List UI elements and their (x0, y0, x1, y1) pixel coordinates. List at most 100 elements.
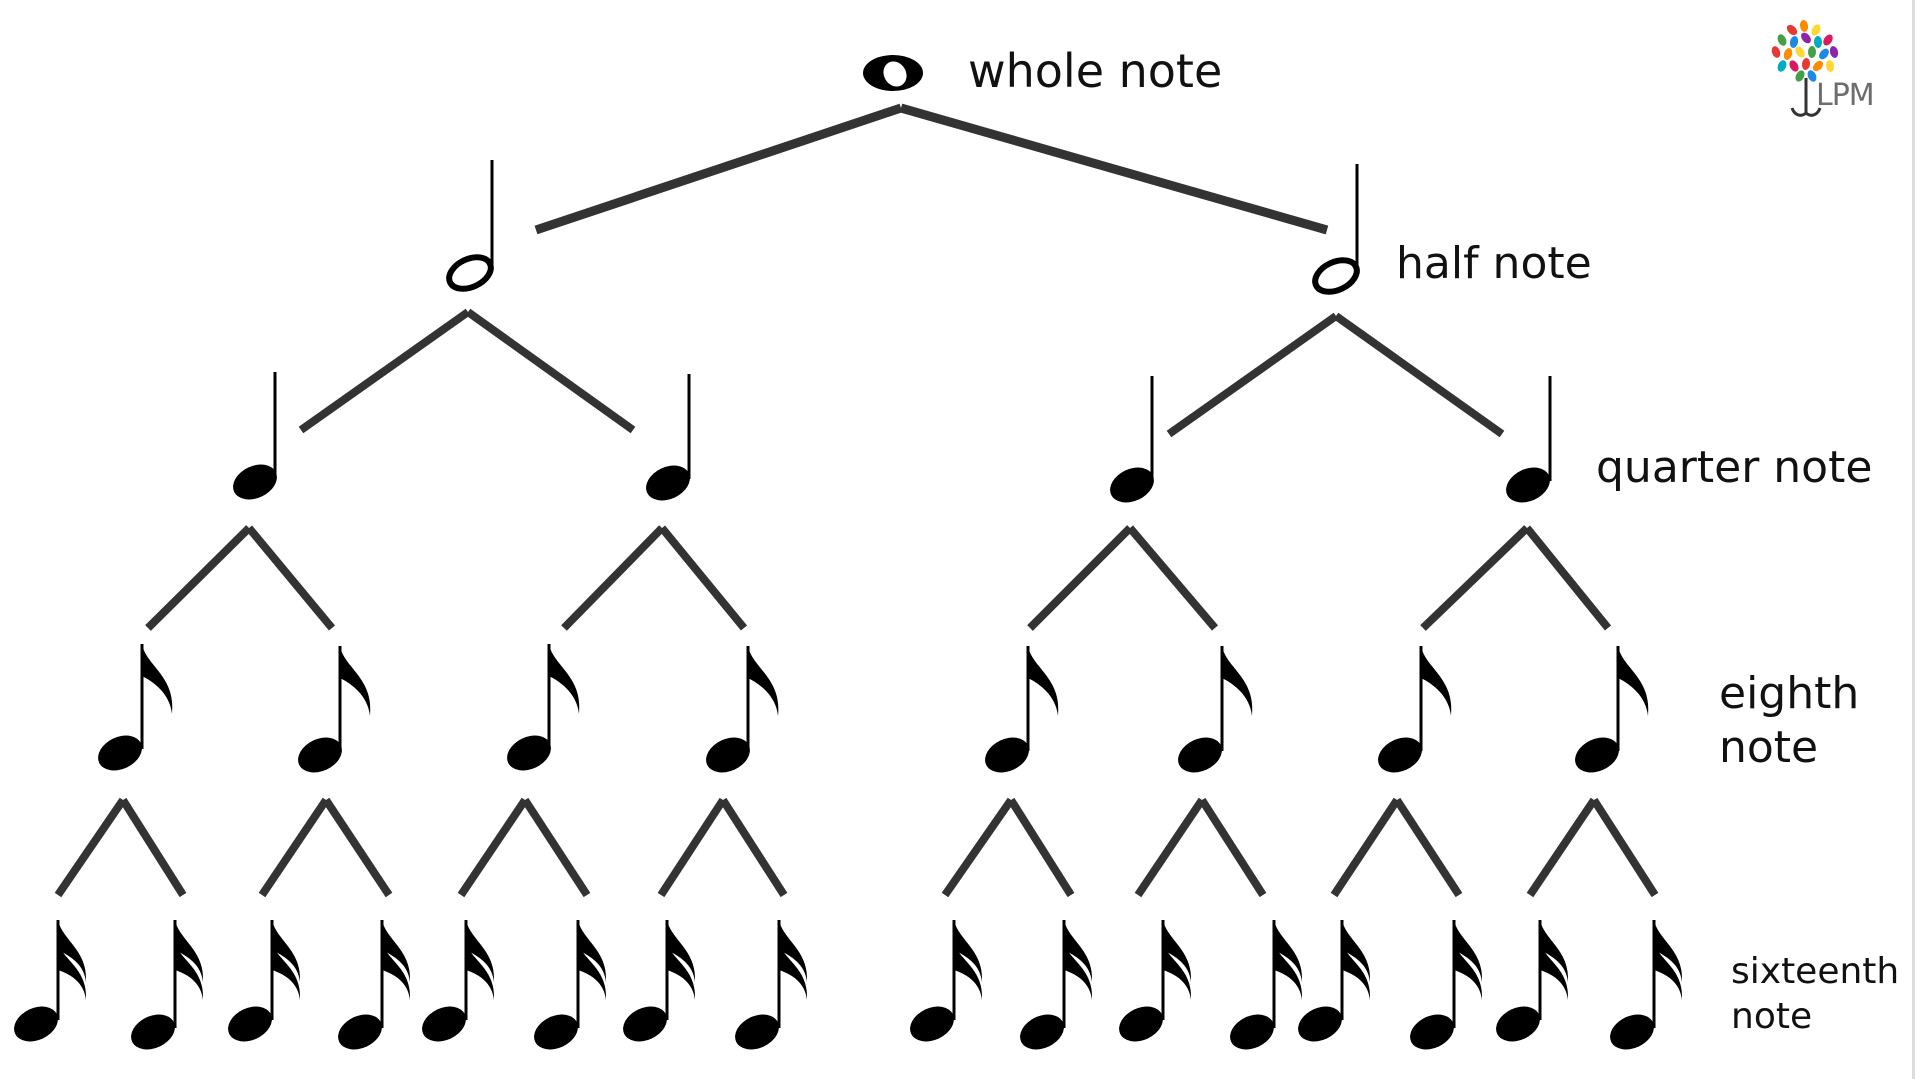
sixteenth-note-10-flag (1064, 920, 1093, 982)
sixteenth-note-6-flag (578, 920, 607, 982)
eighth-note-5-head (985, 737, 1029, 773)
sixteenth-note-16-flag (1654, 920, 1683, 982)
connector-line (245, 525, 336, 631)
logo-leaf (1823, 34, 1833, 46)
connector-line (1420, 525, 1530, 631)
connector-line (657, 797, 727, 898)
logo-leaf (1807, 70, 1817, 82)
connector-line (521, 797, 591, 898)
connector-line (322, 797, 393, 898)
logo-leaf (1795, 70, 1805, 82)
sixteenth-note-14-head (1410, 1014, 1454, 1050)
logo-leaf (1789, 36, 1799, 48)
logo-leaf (1801, 58, 1811, 70)
sixteenth-note-10-head (1020, 1014, 1064, 1050)
connector-line (1198, 797, 1267, 898)
logo-leaf (1786, 24, 1798, 36)
sixteenth-note-1-flag (58, 920, 87, 982)
quarter-note-3-head (1110, 467, 1154, 503)
sixteenth-note-7-head (623, 1006, 667, 1042)
connector-line (457, 797, 529, 898)
sixteenth-note-9-head (910, 1006, 954, 1042)
sixteenth-note-13-head (1298, 1006, 1342, 1042)
sixteenth-note-13-flag (1342, 920, 1371, 982)
eighth-note-8-flag (1618, 646, 1649, 716)
sixteenth-note-4-flag (382, 920, 411, 982)
sixteenth-note-15-flag (1540, 920, 1569, 982)
sixteenth-note-11-head (1119, 1006, 1163, 1042)
eighth-note-6-flag (1222, 646, 1253, 716)
sixteenth-note-14-flag (1454, 920, 1483, 982)
connector-line (298, 308, 471, 434)
logo-trunk (1790, 78, 1822, 117)
connector-line (1126, 525, 1219, 631)
connector-line (534, 103, 903, 235)
connector-line (1134, 797, 1206, 898)
connector-line (941, 797, 1015, 898)
logo-leaf (1777, 34, 1787, 46)
sixteenth-note-12-head (1230, 1014, 1274, 1050)
notes-layer (14, 55, 1683, 1050)
logo (1742, 18, 1892, 128)
eighth-note-2-head (298, 737, 342, 773)
connector-line (1330, 797, 1401, 898)
sixteenth-note-label-line2: note (1731, 996, 1813, 1037)
logo-leaf (1811, 24, 1821, 36)
right-border (1912, 0, 1915, 1079)
logo-leaf (1771, 46, 1781, 58)
logo-leaf (1807, 46, 1817, 58)
sixteenth-note-3-head (228, 1006, 272, 1042)
half-note-2-head (1312, 257, 1360, 295)
logo-leaf (1783, 48, 1793, 60)
half-note-label: half note (1396, 238, 1592, 289)
eighth-note-1-head (98, 735, 142, 771)
connector-line (119, 797, 187, 898)
whole-note-label: whole note (968, 44, 1223, 98)
half-note-1-head (446, 254, 494, 292)
sixteenth-note-4-head (338, 1014, 382, 1050)
eighth-note-6-head (1178, 737, 1222, 773)
connector-line (1523, 525, 1612, 631)
logo-text: LPM (1816, 78, 1875, 113)
connector-line (719, 797, 788, 898)
sixteenth-note-label-line1: sixteenth (1731, 951, 1900, 992)
connector-line (1590, 797, 1659, 898)
logo-leaf (1777, 60, 1787, 72)
logo-leaf (1799, 20, 1809, 32)
quarter-note-label: quarter note (1596, 442, 1873, 493)
sixteenth-note-11-flag (1163, 920, 1192, 982)
connector-line (561, 525, 665, 631)
connector-line (1166, 312, 1339, 438)
connector-lines (54, 103, 1659, 898)
sixteenth-note-15-head (1496, 1006, 1540, 1042)
logo-leaf (1801, 32, 1811, 44)
quarter-note-2-head (646, 465, 690, 501)
eighth-note-1-flag (142, 644, 173, 714)
logo-leaf (1829, 46, 1839, 58)
sixteenth-note-2-flag (175, 920, 204, 982)
eighth-note-7-flag (1421, 646, 1452, 716)
connector-line (1027, 525, 1133, 631)
eighth-note-label-line2: note (1719, 722, 1819, 773)
eighth-note-4-flag (748, 646, 779, 716)
connector-line (1007, 797, 1075, 898)
tree-icon (1771, 20, 1839, 117)
connector-line (54, 797, 127, 898)
connector-line (145, 525, 252, 631)
connector-line (258, 797, 330, 898)
sixteenth-note-6-head (534, 1014, 578, 1050)
eighth-note-label-line1: eighth (1719, 668, 1860, 719)
eighth-note-5-flag (1028, 646, 1059, 716)
sixteenth-note-12-flag (1274, 920, 1303, 982)
sixteenth-note-3-flag (272, 920, 301, 982)
eighth-note-8-head (1575, 737, 1619, 773)
logo-leaf (1795, 46, 1805, 58)
logo-leaf (1819, 48, 1829, 60)
connector-line (465, 308, 636, 434)
sixteenth-note-5-flag (466, 920, 495, 982)
eighth-note-7-head (1378, 737, 1422, 773)
eighth-note-2-flag (340, 646, 371, 716)
connector-line (899, 103, 1329, 235)
eighth-note-3-head (507, 735, 551, 771)
